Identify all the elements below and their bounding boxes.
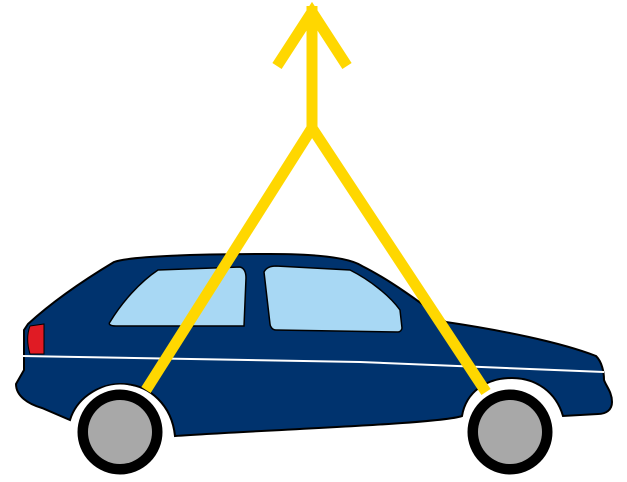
front-hubcap: [478, 400, 542, 464]
front-wheel: [465, 387, 555, 477]
rear-hubcap: [88, 400, 152, 464]
taillight: [28, 324, 44, 354]
rear-wheel: [75, 387, 165, 477]
car: [16, 254, 612, 477]
